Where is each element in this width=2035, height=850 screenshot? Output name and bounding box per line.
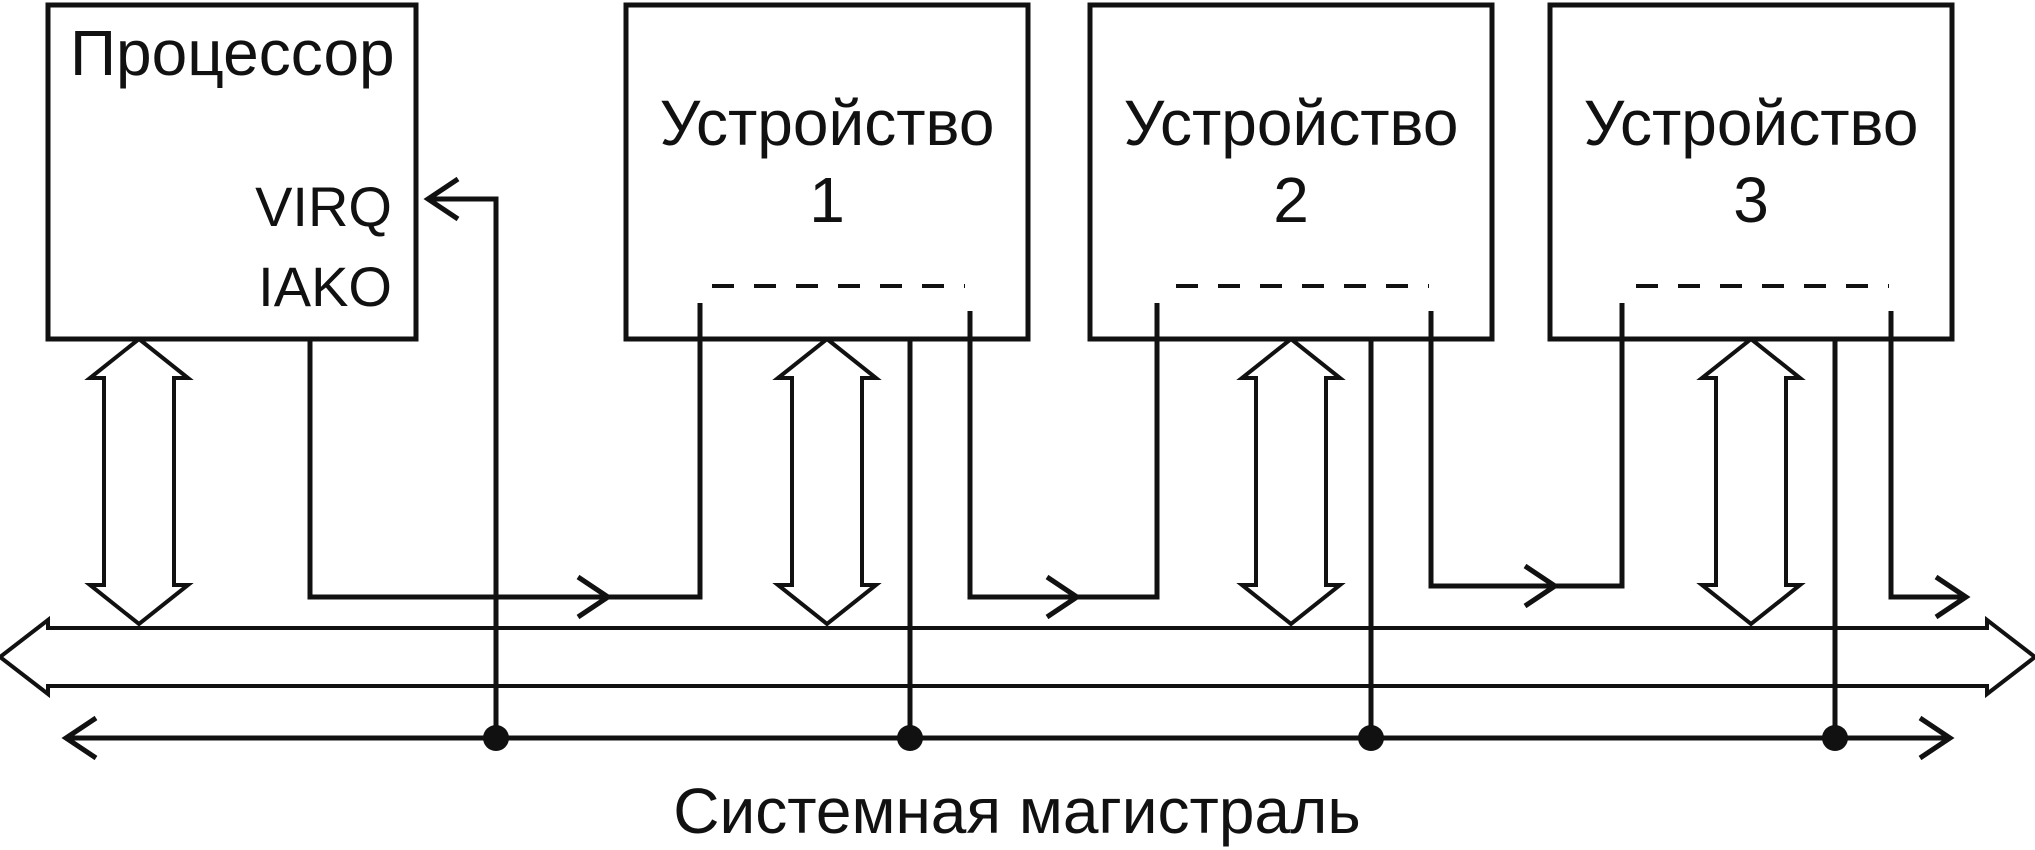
iako-chain-device-1-to-device-2: [967, 303, 1160, 600]
processor-bus-connector: [84, 336, 194, 627]
interrupt-line-left-arrowhead: [61, 715, 98, 761]
device-2-number: 2: [1273, 164, 1309, 236]
device-3-junction-dot: [1822, 725, 1848, 751]
processor-pin-iako: IAKO: [258, 255, 392, 318]
device-2-bus-connector: [1236, 336, 1346, 627]
device-3-block: Устройство 3: [1547, 2, 1955, 342]
processor-pin-virq: VIRQ: [255, 175, 392, 238]
device-3-bus-connector: [1696, 336, 1806, 627]
device-1-box: [623, 2, 1031, 342]
iako-chain-device-3-out: [1888, 311, 1966, 600]
device-2-block: Устройство 2: [1087, 2, 1495, 342]
iako-chain-processor-to-device-1: [307, 303, 703, 600]
interrupt-line-right-arrowhead: [1918, 715, 1955, 761]
virq-junction-dot: [483, 725, 509, 751]
device-3-title: Устройство: [1584, 87, 1919, 159]
iako-chain-arrowhead-3: [1523, 563, 1560, 609]
device-1-bus-connector: [772, 336, 882, 627]
processor-block: Процессор VIRQ IAKO: [45, 2, 419, 342]
iako-chain-arrowhead-4: [1934, 574, 1971, 620]
device-1-block: Устройство 1: [623, 2, 1031, 342]
device-2-title: Устройство: [1124, 87, 1459, 159]
device-2-junction-dot: [1358, 725, 1384, 751]
system-bus-label: Системная магистраль: [673, 775, 1360, 847]
device-1-junction-dot: [897, 725, 923, 751]
iako-chain-device-2-to-device-3: [1428, 303, 1625, 589]
processor-title: Процессор: [70, 17, 395, 89]
iako-chain-arrowhead-2: [1045, 574, 1082, 620]
device-3-number: 3: [1733, 164, 1769, 236]
virq-arrowhead: [423, 176, 460, 222]
virq-line: [428, 196, 499, 738]
system-bus-arrow: [0, 615, 2035, 699]
iako-chain-arrowhead-1: [576, 574, 613, 620]
device-1-number: 1: [809, 164, 845, 236]
device-3-box: [1547, 2, 1955, 342]
processor-box: [45, 2, 419, 342]
device-1-title: Устройство: [660, 87, 995, 159]
